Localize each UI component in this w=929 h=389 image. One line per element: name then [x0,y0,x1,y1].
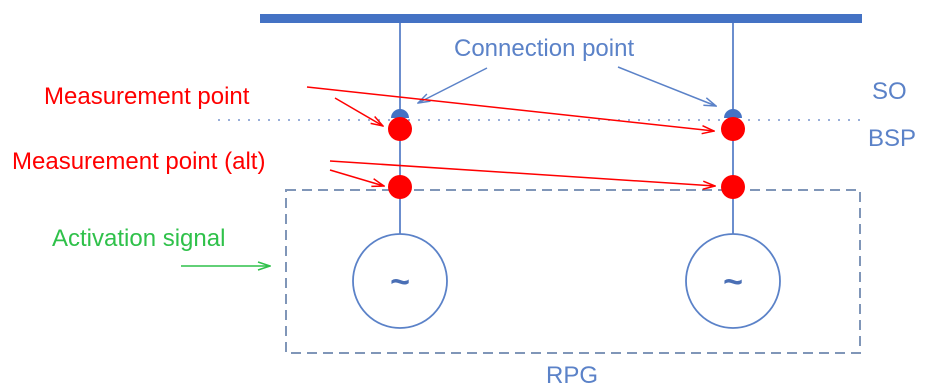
measurement-point-alt-right [721,175,745,199]
label-rpg: RPG [546,362,598,389]
measurement-point-right [721,117,745,141]
busbar [260,14,862,23]
measurement-point-left [388,117,412,141]
measurement-alt-arrow-right [329,160,715,186]
generator-left: ~ [352,233,448,329]
rpg-box [285,189,861,354]
label-measurement-point: Measurement point [44,83,250,110]
connection-arrow-left [418,67,488,103]
connection-point-right [724,109,742,118]
connection-arrow-right [617,66,716,106]
label-measurement-point-alt: Measurement point (alt) [12,148,265,175]
label-connection-point: Connection point [454,35,634,62]
generator-right-circle [685,233,781,329]
generator-left-symbol: ~ [390,263,410,301]
label-so: SO [872,78,907,105]
measurement-arrow-right [306,86,714,131]
measurement-point-alt-left [388,175,412,199]
label-activation-signal: Activation signal [52,225,225,252]
measurement-alt-arrow-left [329,169,384,186]
label-bsp: BSP [868,125,916,152]
generator-right-symbol: ~ [723,263,743,301]
generator-right: ~ [685,233,781,329]
generator-left-circle [352,233,448,329]
connection-point-left [391,109,409,118]
measurement-arrow-left [334,97,383,126]
